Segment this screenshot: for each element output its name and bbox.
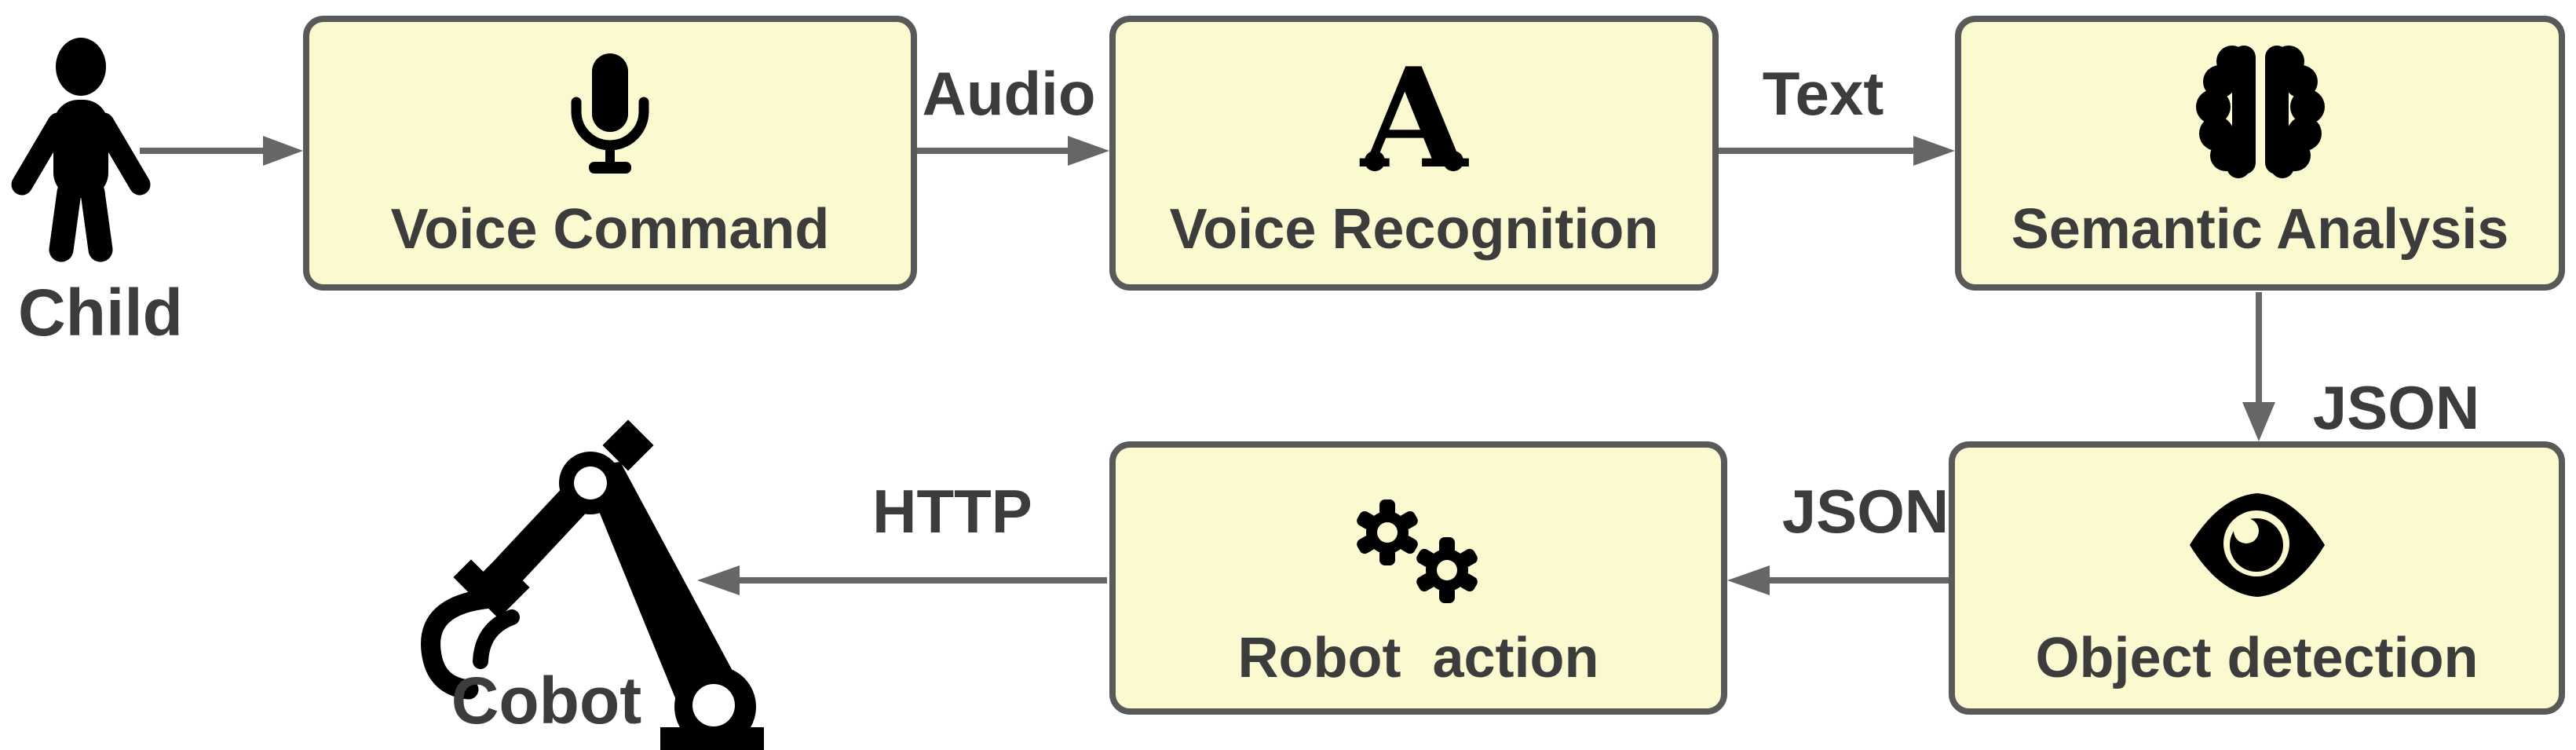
eye-icon [2189,493,2325,597]
node-label: Voice Recognition [1169,198,1659,261]
svg-text:A: A [1359,38,1469,199]
node-voice-recognition: A Voice Recognition [1109,16,1719,291]
gears-icon [1356,499,1479,603]
arrow-voice-command-to-voice-recognition [917,136,1109,166]
letter-a-icon: A [1359,38,1469,199]
brain-icon [2195,46,2325,178]
node-object-detection: Object detection [1949,441,2565,715]
flow-label-http: HTTP [872,477,1032,546]
arrow-child-to-voice-command [140,136,303,166]
child-label: Child [18,276,183,349]
node-label: Object detection [2035,627,2479,690]
arrow-semantic-analysis-to-object-detection [2242,292,2275,441]
cobot-label: Cobot [451,664,642,737]
flow-label-json-object-to-robot: JSON [1781,477,1949,546]
arrow-robot-action-to-cobot [697,565,1107,595]
flow-label-text: Text [1762,59,1884,128]
node-label: Robot action [1237,627,1599,690]
node-label: Voice Command [390,198,830,261]
node-robot-action: Robot action [1109,441,1727,715]
arrow-voice-recognition-to-semantic-analysis [1719,136,1955,166]
robot-arm-icon [421,419,764,750]
node-voice-command: Voice Command [303,16,917,291]
node-semantic-analysis: Semantic Analysis [1955,16,2565,291]
flow-label-json-semantic-to-object: JSON [2312,373,2480,442]
flow-label-audio: Audio [922,59,1096,128]
arrow-object-detection-to-robot-action [1727,565,1949,595]
node-label: Semantic Analysis [2011,198,2509,261]
microphone-icon [571,53,649,174]
child-person-icon [11,38,151,262]
